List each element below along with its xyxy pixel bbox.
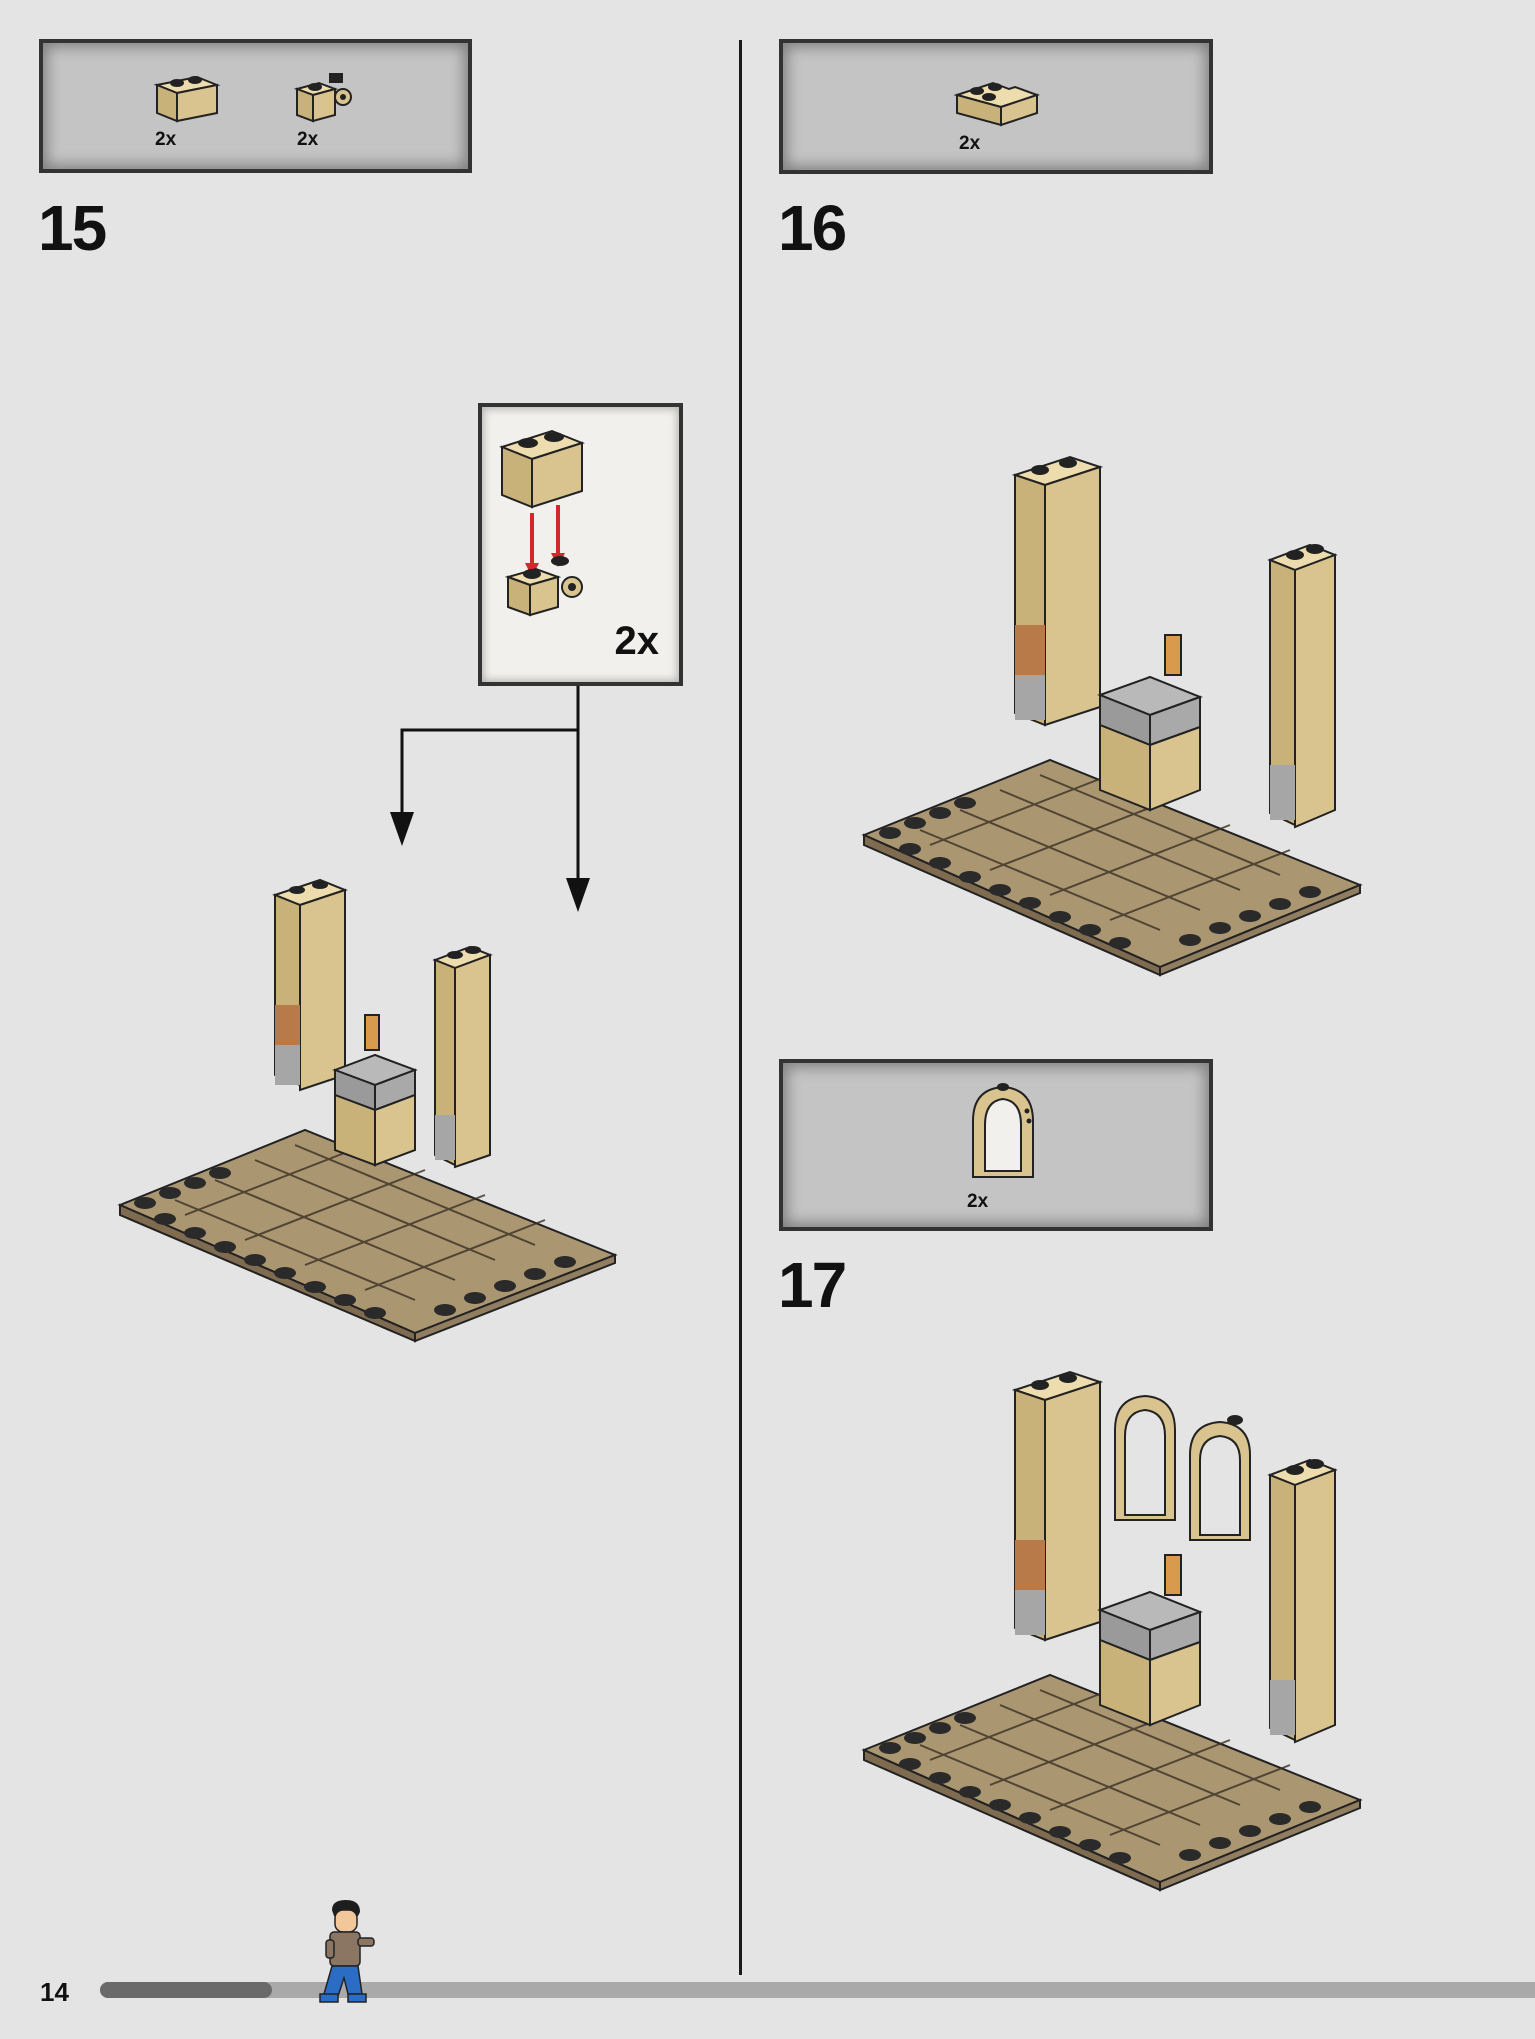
step-15-build-illustration [117, 878, 618, 1343]
page-number: 14 [40, 1977, 69, 2007]
minifigure-walker-icon [319, 1900, 375, 2003]
subassembly-qty: 2x [614, 619, 660, 663]
tan-corner-plate-icon [953, 81, 1041, 127]
step-number-17: 17 [778, 1249, 847, 1321]
parts-callout-step-17: 2x [779, 1059, 1213, 1231]
tan-brick-1x1-clip-icon [293, 73, 352, 123]
tan-brick-1x2-icon [153, 75, 221, 123]
parts-callout-step-16: 2x [779, 39, 1213, 174]
part-qty: 2x [959, 133, 981, 154]
progress-bar-fill [100, 1982, 272, 1998]
column-divider [739, 40, 742, 1975]
part-qty: 2x [297, 129, 319, 150]
step-17-build-illustration [861, 1370, 1363, 1892]
parts-callout-step-15: 2x 2x [39, 39, 472, 173]
subassembly-illustration [499, 429, 585, 617]
subassembly-callout: 2x [478, 403, 683, 686]
part-qty: 2x [155, 129, 177, 150]
progress-bar [100, 1982, 1535, 1998]
part-qty: 2x [967, 1191, 989, 1212]
tan-window-frame-icon [972, 1083, 1034, 1178]
step-16-build-illustration [861, 455, 1363, 977]
connector-arrows [390, 686, 590, 912]
step-number-16: 16 [778, 192, 847, 264]
step-number-15: 15 [38, 192, 107, 264]
